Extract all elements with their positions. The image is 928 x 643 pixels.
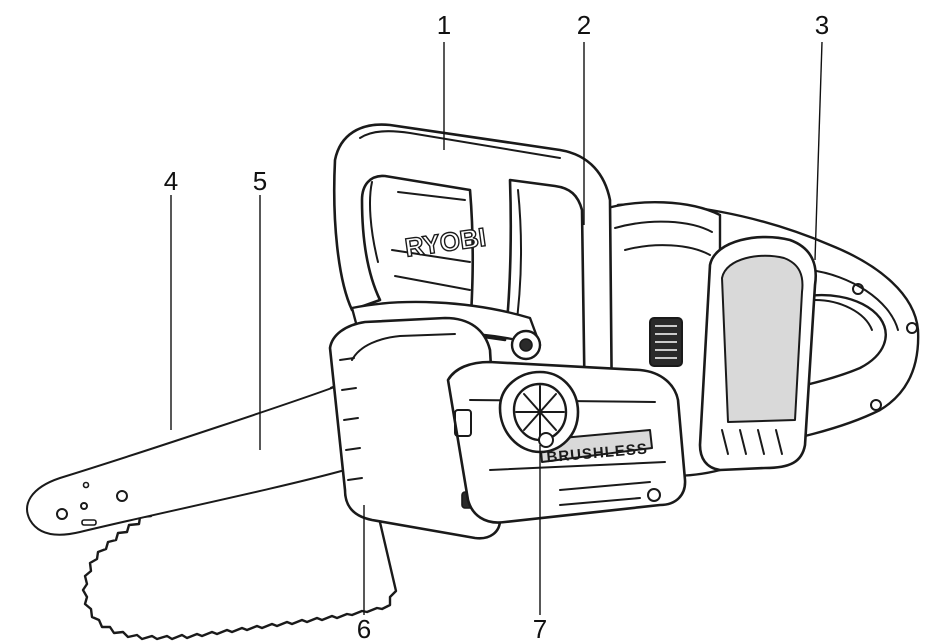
callout-1: 1: [437, 10, 451, 40]
guide-bar: [26, 384, 346, 536]
guide-bar-and-chain: [26, 370, 398, 641]
callout-2: 2: [577, 10, 591, 40]
callout-3: 3: [815, 10, 829, 40]
callout-7: 7: [533, 614, 547, 643]
callout-4: 4: [164, 166, 178, 196]
callout-5: 5: [253, 166, 267, 196]
callout-labels: 1 2 3 4 5 6 7: [164, 10, 829, 643]
callout-6: 6: [357, 614, 371, 643]
callout-leaders: [170, 41, 823, 615]
chain-tension-knob: [498, 370, 580, 454]
